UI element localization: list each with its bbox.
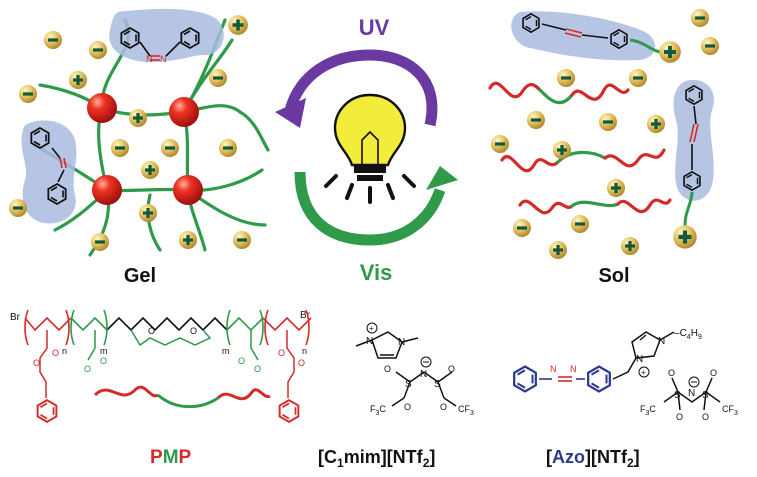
sol-ion [659, 41, 681, 63]
azo-il-n: N [636, 354, 643, 365]
sol-azo-top [511, 11, 661, 61]
sol-ion [673, 225, 697, 249]
ntf2-o: O [440, 402, 447, 412]
pmp-m-sub: m [100, 346, 108, 356]
light-bulb-icon [324, 93, 416, 204]
pmp-br-right: Br [300, 310, 311, 321]
uv-label: UV [359, 15, 390, 40]
crosslink-ball [173, 175, 203, 205]
pmp-label-m: M [163, 447, 179, 468]
c1mim-structure [355, 331, 457, 407]
ntf2-o: O [702, 412, 709, 422]
sol-azo-right [673, 79, 714, 233]
pmp-o-atom: O [238, 356, 245, 366]
pmp-o-atom: O [52, 348, 59, 358]
c1mim-label: [C1mim][NTf2] [318, 447, 435, 470]
c1mim-n: N [398, 337, 405, 348]
minus-charge-icon [420, 356, 432, 368]
ntf2-o: O [384, 364, 391, 374]
pmp-o-atom: O [298, 358, 305, 368]
svg-text:+: + [641, 368, 646, 377]
azo-benzene-icon [587, 365, 611, 393]
ntf2-s: S [405, 379, 412, 390]
pmp-o-atom: O [254, 364, 261, 374]
pmp-o-atom: O [33, 358, 40, 368]
plus-charge-icon [638, 366, 650, 378]
gel-azo-top: N N [109, 8, 224, 64]
ntf2-s: S [434, 379, 441, 390]
crosslink-ball [87, 93, 117, 123]
pmp-o-atom: O [100, 356, 107, 366]
azo-il-n: N [658, 336, 665, 347]
uv-arrow-head [275, 98, 306, 128]
ntf2-n: N [688, 388, 695, 399]
azo-n-label: N [160, 54, 167, 64]
minus-charge-icon [688, 376, 700, 388]
pmp-label: PMP [150, 447, 192, 468]
ntf2-o: O [676, 412, 683, 422]
crosslink-ball [92, 175, 122, 205]
ntf2-n: N [420, 369, 427, 380]
c4h9-label: –C4H9 [674, 328, 702, 341]
sol-free-chains [488, 81, 672, 215]
azo-n-label: N [146, 54, 153, 64]
pmp-n-sub: n [302, 346, 307, 356]
c1mim-atoms: N + N N S S O O O O F3C CF3 [366, 322, 474, 417]
pmp-benzene-icon [278, 399, 300, 423]
svg-text:+: + [369, 324, 374, 333]
ntf2-o: O [710, 368, 717, 378]
crosslink-ball [169, 97, 199, 127]
gel-azo-left [21, 120, 77, 224]
sol-label: Sol [598, 265, 629, 287]
azo-n: N [570, 364, 577, 374]
ntf2-s: S [702, 390, 709, 401]
ntf2-f3c: F3C [370, 404, 386, 417]
pmp-structure: Br Br n m m n O O [10, 309, 312, 423]
gel-network: N N [9, 8, 270, 257]
azo-benzene-icon [513, 365, 537, 393]
gel-label: Gel [124, 265, 156, 287]
vis-arrow-head [426, 166, 458, 190]
ntf2-cf3: CF3 [722, 404, 738, 417]
vis-arrow [294, 171, 446, 246]
azo-il-label: [Azo][NTf2] [546, 447, 640, 470]
sol-dispersion [488, 9, 719, 259]
azo-il-structure: N N N N –C4H9 + N S S O O O O F3C CF3 [513, 328, 738, 422]
ntf2-cf3: CF3 [458, 404, 474, 417]
vis-label: Vis [360, 260, 393, 285]
c1mim-nplus: N [366, 336, 373, 347]
ntf2-o: O [668, 368, 675, 378]
pmp-label-p1: P [150, 447, 163, 468]
plus-charge-icon [366, 322, 378, 334]
ntf2-s: S [674, 390, 681, 401]
ntf2-o: O [404, 402, 411, 412]
uv-arrow [284, 49, 438, 127]
pmp-o-atom: O [148, 326, 155, 336]
azo-n: N [550, 364, 557, 374]
pmp-m-sub: m [222, 346, 230, 356]
pmp-n-sub: n [62, 346, 67, 356]
pmp-benzene-icon [36, 399, 58, 423]
pmp-o-atom: O [190, 326, 197, 336]
pmp-o-atom: O [84, 364, 91, 374]
ntf2-f3c: F3C [640, 404, 656, 417]
ntf2-o: O [448, 364, 455, 374]
photo-switch-cycle: UV Vis [275, 15, 458, 285]
pmp-label-p2: P [179, 447, 192, 468]
pmp-o-atom: O [278, 348, 285, 358]
pmp-br-left: Br [10, 312, 21, 323]
